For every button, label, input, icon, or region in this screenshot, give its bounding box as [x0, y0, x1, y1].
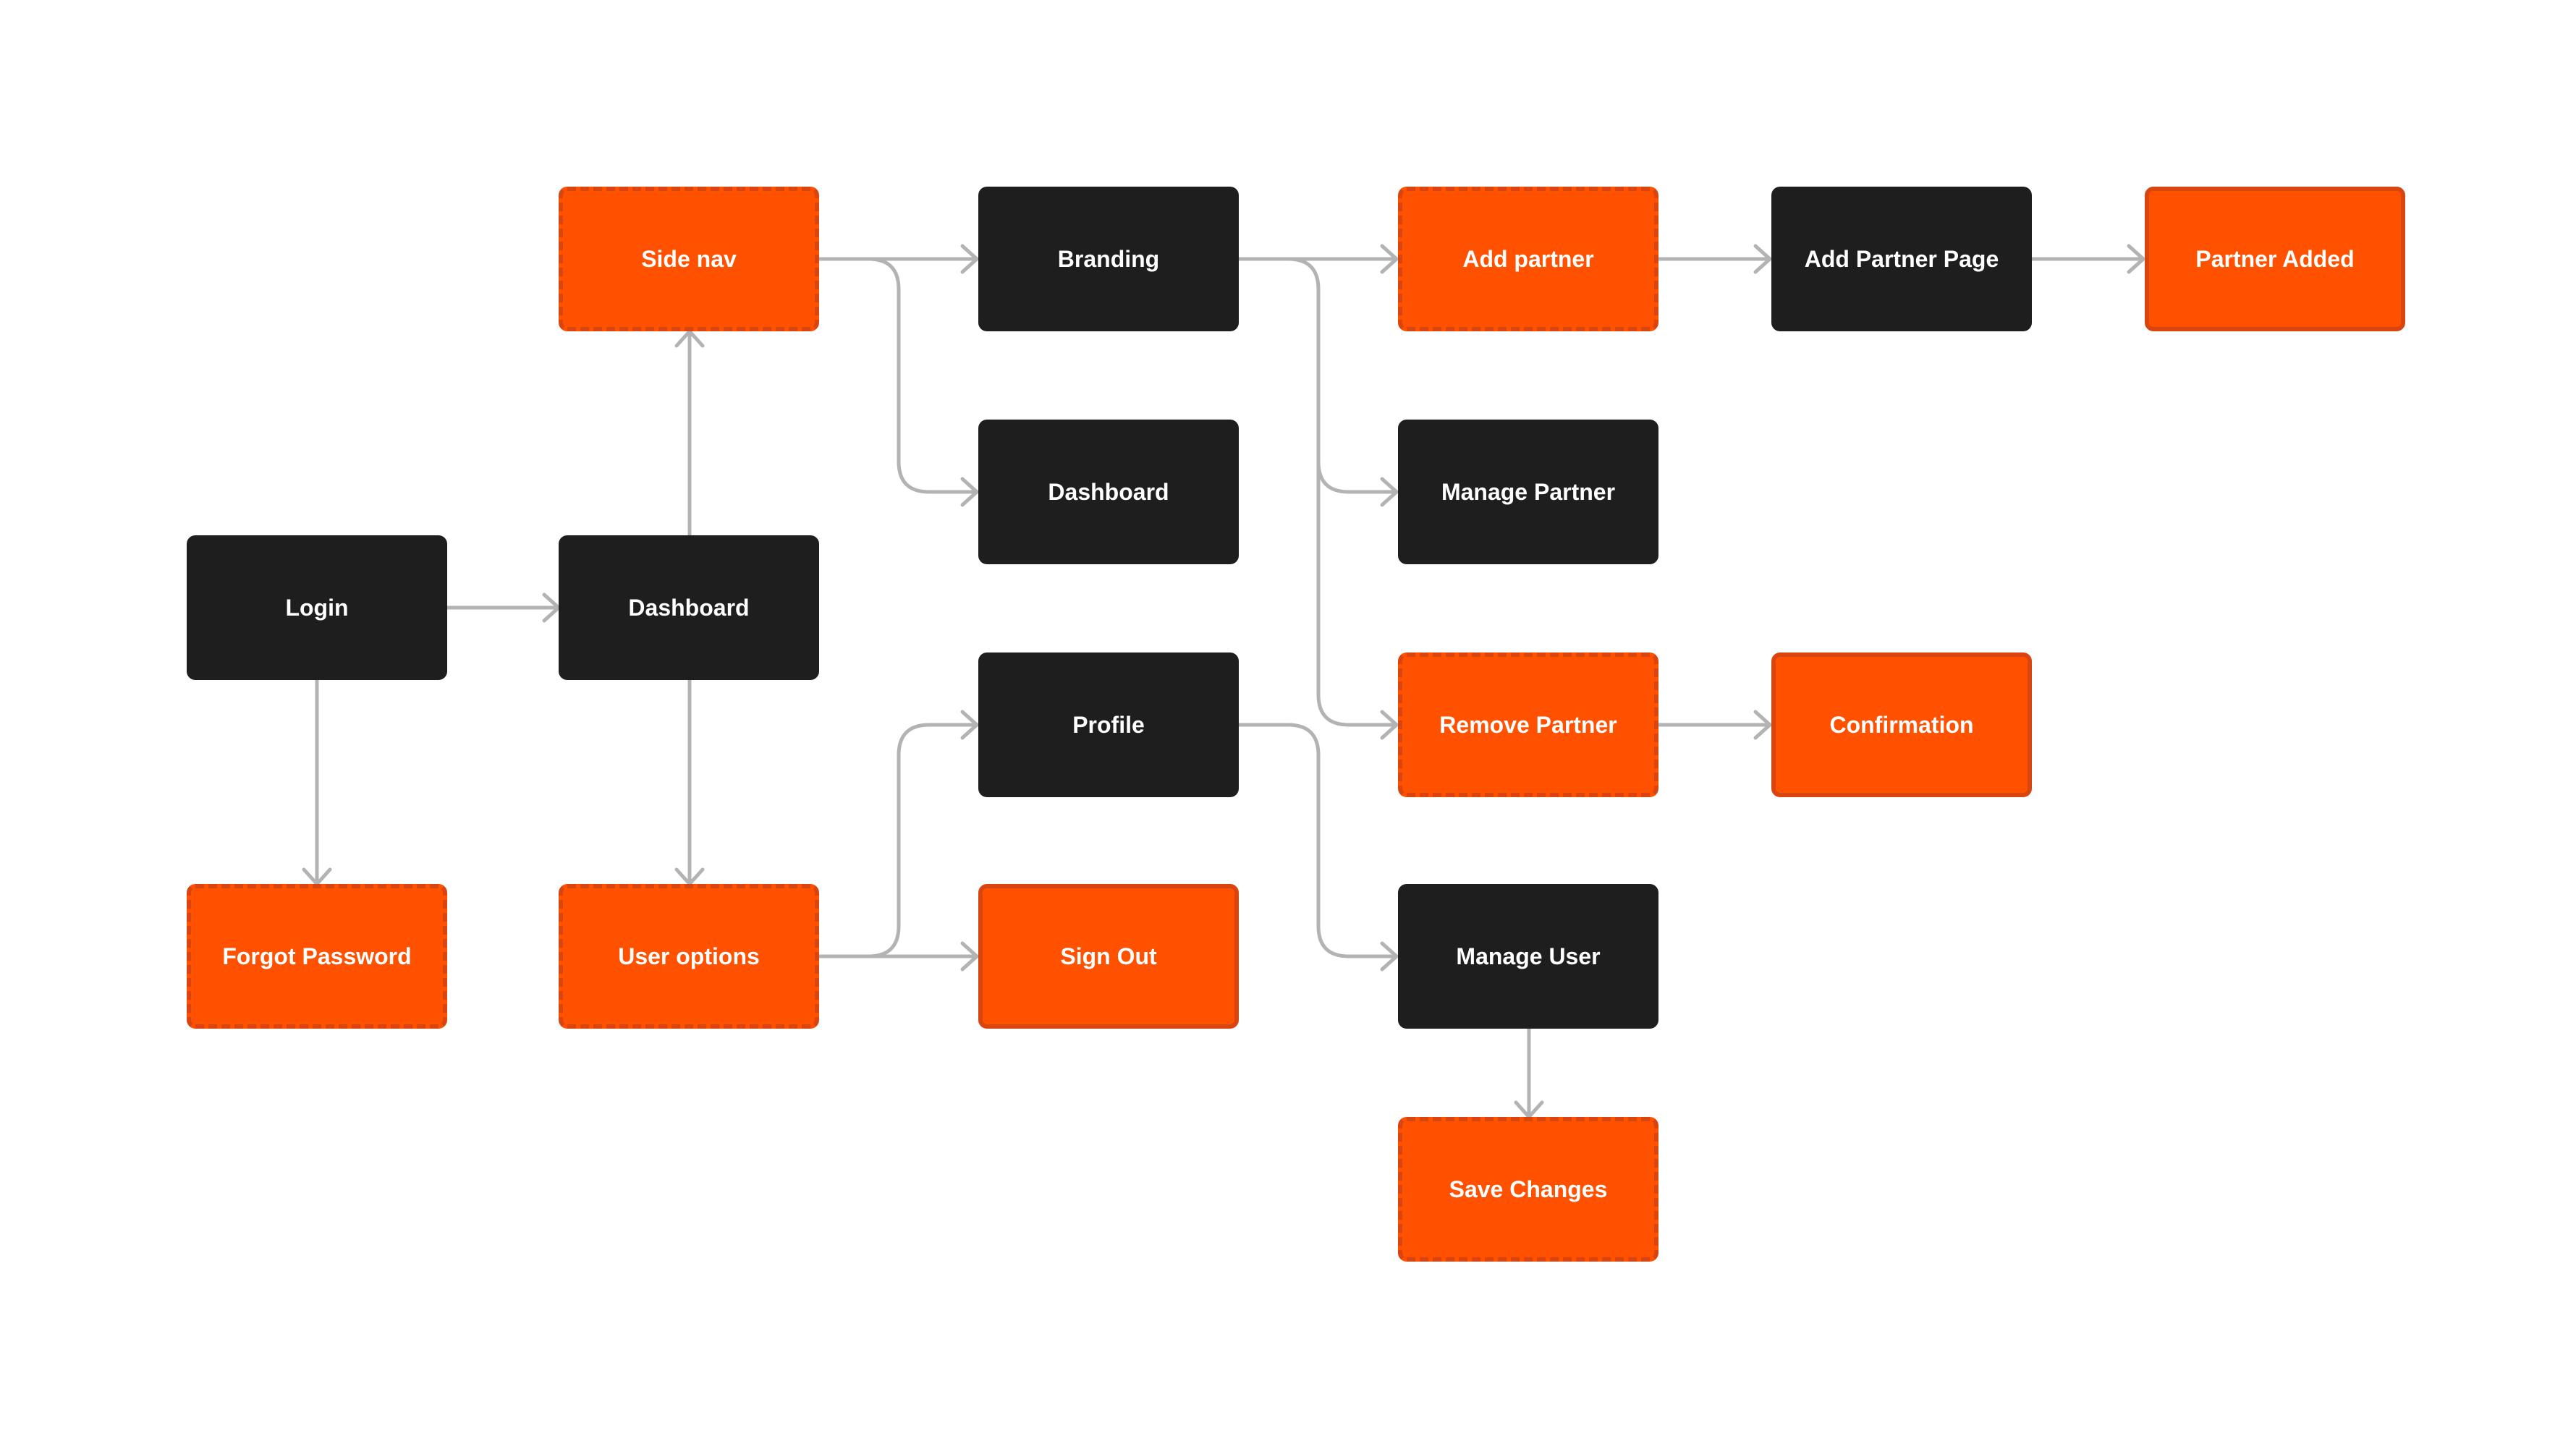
node-add-partner-page[interactable]: Add Partner Page	[1771, 187, 2032, 331]
node-dashboard-main[interactable]: Dashboard	[559, 535, 819, 680]
edge-login-to-forgot-password	[302, 680, 332, 886]
edge-user-options-to-sign-out	[819, 941, 979, 972]
edge-dashboard-to-user-options	[674, 680, 705, 886]
node-save-changes[interactable]: Save Changes	[1398, 1117, 1658, 1262]
edge-login-to-dashboard	[447, 592, 561, 623]
arrowhead	[674, 329, 705, 348]
edge-profile-to-manage-user	[1239, 723, 1399, 972]
node-profile[interactable]: Profile	[978, 653, 1239, 797]
arrowhead	[1380, 244, 1399, 274]
arrowhead	[1380, 477, 1399, 507]
arrowhead	[960, 941, 979, 972]
node-partner-added[interactable]: Partner Added	[2145, 187, 2405, 331]
node-confirmation[interactable]: Confirmation	[1771, 653, 2032, 797]
node-branding[interactable]: Branding	[978, 187, 1239, 331]
edge-user-options-to-profile	[819, 710, 979, 958]
node-sign-out[interactable]: Sign Out	[978, 884, 1239, 1029]
edge-manage-user-to-save-changes	[1514, 1029, 1544, 1119]
edge-remove-partner-to-confirmation	[1658, 710, 1772, 740]
edge-dashboard-to-side-nav	[674, 329, 705, 535]
node-dashboard-sub[interactable]: Dashboard	[978, 420, 1239, 564]
edge-add-partner-to-add-partner-page	[1658, 244, 1772, 274]
arrowhead	[1753, 710, 1772, 740]
node-user-options[interactable]: User options	[559, 884, 819, 1029]
arrowhead	[960, 244, 979, 274]
arrowhead	[1753, 244, 1772, 274]
edge-branding-to-manage-partner	[1239, 257, 1399, 507]
edge-side-nav-to-dashboard-sub	[819, 257, 979, 507]
edge-branding-to-remove-partner	[1316, 462, 1399, 740]
node-login[interactable]: Login	[187, 535, 447, 680]
node-add-partner[interactable]: Add partner	[1398, 187, 1658, 331]
node-manage-partner[interactable]: Manage Partner	[1398, 420, 1658, 564]
arrowhead	[960, 710, 979, 740]
arrowhead	[960, 477, 979, 507]
arrowhead	[1380, 941, 1399, 972]
node-manage-user[interactable]: Manage User	[1398, 884, 1658, 1029]
node-side-nav[interactable]: Side nav	[559, 187, 819, 331]
arrowhead	[2127, 244, 2145, 274]
arrowhead	[1380, 710, 1399, 740]
edge-add-partner-page-to-partner-added	[2032, 244, 2145, 274]
node-remove-partner[interactable]: Remove Partner	[1398, 653, 1658, 797]
node-forgot-password[interactable]: Forgot Password	[187, 884, 447, 1029]
